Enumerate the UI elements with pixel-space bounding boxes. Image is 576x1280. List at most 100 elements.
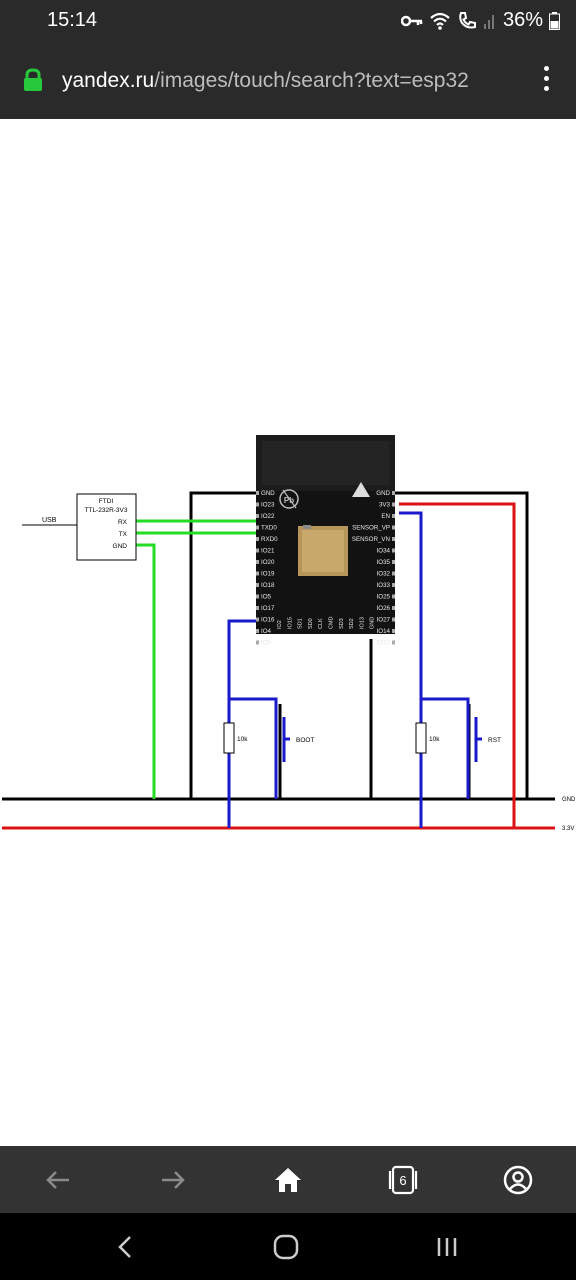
resistor-right bbox=[415, 722, 427, 754]
tabs-count: 6 bbox=[399, 1173, 406, 1188]
pin-pad bbox=[256, 514, 259, 518]
pin-label-right: GND bbox=[376, 490, 390, 497]
call-icon bbox=[459, 11, 476, 28]
pin-pad bbox=[392, 594, 395, 599]
system-nav-bar bbox=[0, 1213, 576, 1280]
pin-label-right: IO35 bbox=[377, 559, 391, 566]
pin-pad bbox=[256, 560, 259, 564]
pin-pad bbox=[392, 537, 395, 541]
pin-label-bottom: SD2 bbox=[349, 618, 355, 629]
battery-percent: 36% bbox=[502, 9, 543, 31]
pin-pad bbox=[392, 560, 395, 564]
pin-pad bbox=[392, 571, 395, 576]
pin-label-bottom: SD1 bbox=[298, 618, 304, 629]
pin-label-left: IO0 bbox=[261, 640, 272, 647]
pin-pad bbox=[256, 502, 259, 507]
pin-label-left: IO18 bbox=[261, 582, 275, 589]
pin-label-left: TXD0 bbox=[261, 525, 277, 532]
url-path: /images/touch/search?text=esp32 bbox=[154, 69, 469, 92]
pin-label-bottom: SD0 bbox=[308, 618, 314, 629]
pin-label-bottom: IO15 bbox=[287, 617, 293, 629]
rst-button-symbol bbox=[466, 717, 482, 799]
pin-label-bottom: CLK bbox=[318, 618, 324, 629]
profile-icon[interactable] bbox=[498, 1160, 538, 1200]
system-home-icon[interactable] bbox=[269, 1230, 303, 1264]
pin-pad bbox=[392, 491, 395, 495]
resistor-left bbox=[223, 722, 235, 754]
usb-label: USB bbox=[42, 517, 57, 524]
pin-pad bbox=[256, 617, 259, 622]
gnd-rail-label: GND bbox=[562, 797, 576, 803]
pin-label-left: IO20 bbox=[261, 559, 275, 566]
pin-label-left: IO19 bbox=[261, 571, 275, 578]
address-bar: yandex.ru/images/touch/search?text=esp32 bbox=[0, 42, 576, 119]
browser-toolbar: 6 bbox=[0, 1146, 576, 1213]
pin-pad bbox=[256, 537, 259, 541]
url-host: yandex.ru bbox=[62, 69, 155, 92]
url-field[interactable]: yandex.ru/images/touch/search?text=esp32 bbox=[62, 69, 469, 93]
pin-pad bbox=[392, 583, 395, 587]
key-icon bbox=[400, 15, 423, 26]
pin-pad bbox=[392, 617, 395, 622]
pin-pad bbox=[256, 606, 259, 610]
esp32-module: Pb GNDIO23IO22TXD0RXD0IO21IO20IO19IO18IO… bbox=[256, 435, 395, 647]
system-back-icon[interactable] bbox=[108, 1230, 142, 1264]
pin-label-left: IO4 bbox=[261, 628, 272, 635]
ftdi-pin-tx: TX bbox=[119, 531, 128, 538]
resistor-right-label: 10k bbox=[429, 736, 440, 743]
battery-icon bbox=[549, 11, 560, 30]
pin-label-right: SENSOR_VN bbox=[352, 536, 390, 543]
home-icon[interactable] bbox=[268, 1160, 308, 1200]
pin-pad bbox=[256, 583, 259, 587]
pin-pad bbox=[392, 548, 395, 553]
signal-icon bbox=[483, 14, 494, 29]
ftdi-pin-rx: RX bbox=[118, 519, 128, 526]
pin-pad bbox=[256, 491, 259, 495]
pin-label-right: SENSOR_VP bbox=[352, 525, 390, 532]
pin-label-left: IO17 bbox=[261, 605, 275, 612]
pin-pad bbox=[256, 640, 259, 645]
pin-pad bbox=[256, 594, 259, 599]
pin-label-right: IO33 bbox=[377, 582, 391, 589]
pin-pad bbox=[256, 571, 259, 576]
pin-label-left: IO16 bbox=[261, 617, 275, 624]
v33-rail-label: 3.3V bbox=[562, 826, 574, 832]
pin-label-left: GND bbox=[261, 490, 275, 497]
rst-label: RST bbox=[488, 737, 501, 744]
pin-pad bbox=[392, 629, 395, 633]
schematic-image: USB FTDI TTL-232R-3V3 RX TX GND Pb GND IO… bbox=[0, 429, 576, 832]
status-bar: 15:14 36% bbox=[0, 0, 576, 42]
pin-label-right: IO14 bbox=[377, 628, 391, 635]
recent-apps-icon[interactable] bbox=[430, 1230, 464, 1264]
more-icon[interactable] bbox=[542, 66, 550, 94]
image-viewer[interactable]: USB FTDI TTL-232R-3V3 RX TX GND Pb GND IO… bbox=[0, 119, 576, 1146]
pin-label-left: IO21 bbox=[261, 548, 275, 555]
pin-pad bbox=[256, 548, 259, 553]
status-icons: 36% bbox=[400, 9, 560, 32]
pin-pad bbox=[392, 514, 395, 518]
resistor-left-label: 10k bbox=[237, 736, 248, 743]
pin-label-right: 3V3 bbox=[379, 502, 391, 509]
pin-pad bbox=[256, 525, 259, 530]
pin-pad bbox=[392, 502, 395, 507]
pin-label-left: IO5 bbox=[261, 594, 272, 601]
pin-pad bbox=[256, 629, 259, 633]
pin-label-left: IO23 bbox=[261, 502, 275, 509]
tabs-icon[interactable]: 6 bbox=[383, 1160, 423, 1200]
forward-icon[interactable] bbox=[153, 1160, 193, 1200]
ftdi-title: FTDI bbox=[99, 498, 114, 505]
pin-label-bottom: IO13 bbox=[359, 617, 365, 629]
lock-icon bbox=[24, 68, 42, 91]
back-icon[interactable] bbox=[38, 1160, 78, 1200]
pin-label-right: IO25 bbox=[377, 594, 391, 601]
pin-label-left: IO22 bbox=[261, 513, 275, 520]
wifi-icon bbox=[430, 12, 450, 30]
pin-label-bottom: CMD bbox=[329, 616, 335, 629]
pins-left: GNDIO23IO22TXD0RXD0IO21IO20IO19IO18IO5IO… bbox=[256, 490, 278, 647]
pin-label-right: IO34 bbox=[377, 548, 391, 555]
pin-label-bottom: SD3 bbox=[339, 618, 345, 629]
ftdi-model: TTL-232R-3V3 bbox=[85, 507, 128, 514]
pin-pad bbox=[392, 640, 395, 645]
pin-label-right: IO26 bbox=[377, 605, 391, 612]
svg-text:Pb: Pb bbox=[284, 496, 294, 505]
